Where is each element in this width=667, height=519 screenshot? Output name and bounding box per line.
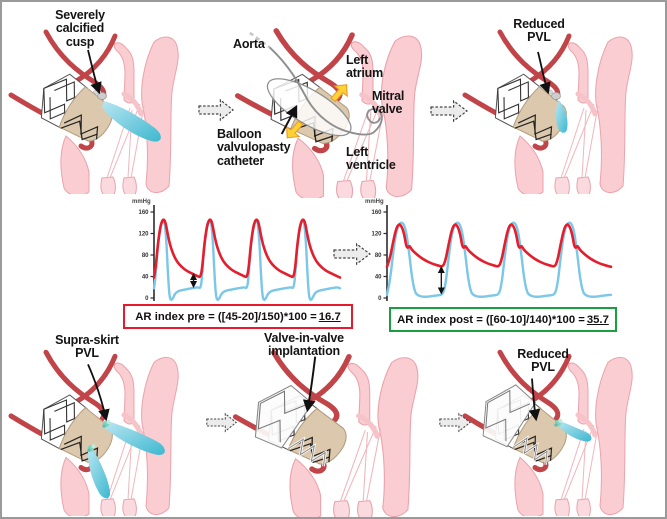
svg-text:80: 80 — [375, 253, 382, 259]
svg-text:120: 120 — [138, 232, 149, 238]
pointer-arrow-icon — [87, 364, 110, 422]
label-valve-in-valve: Valve-in-valve implantation — [264, 331, 344, 359]
svg-text:mmHg: mmHg — [132, 199, 151, 205]
label-reduced-pvl-top: Reduced PVL — [513, 17, 565, 45]
flow-arrow-icon — [206, 413, 237, 432]
ar-index-post-formula: AR index post = ([60-10]/140)*100 = — [397, 313, 585, 326]
pressure-chart-post: 0 40 80 120 160 mmHg — [365, 199, 613, 302]
panel-reduced-pvl-bottom — [458, 328, 658, 516]
panel-severely-calcified-cusp — [4, 8, 204, 194]
svg-text:80: 80 — [142, 253, 149, 259]
pointer-arrow-icon — [87, 49, 102, 95]
flow-arrow-icon — [198, 99, 234, 121]
ar-index-pre-result: 16.7 — [318, 310, 341, 323]
label-mitral-valve: Mitral valve — [372, 89, 405, 117]
pointer-arrow-icon — [280, 105, 298, 135]
label-supra-skirt-pvl: Supra-skirt PVL — [55, 333, 119, 361]
pointer-arrow-icon — [528, 378, 541, 422]
flow-arrow-icon — [333, 243, 371, 265]
pressure-chart-pre: 0 40 80 120 160 mmHg — [132, 199, 342, 302]
svg-text:40: 40 — [142, 275, 149, 281]
svg-text:0: 0 — [145, 296, 149, 302]
label-left-ventricle: Left ventricle — [346, 145, 396, 173]
svg-text:0: 0 — [378, 296, 382, 302]
panel-supra-skirt-pvl — [4, 328, 204, 516]
panel-balloon-valvuloplasty — [230, 6, 450, 198]
label-balloon-valvuloplasty-catheter: Balloon valvulopasty catheter — [217, 127, 291, 168]
svg-text:mmHg: mmHg — [365, 199, 384, 205]
pointer-arrow-icon — [537, 51, 551, 95]
svg-text:160: 160 — [371, 210, 382, 216]
flow-arrow-icon — [439, 413, 471, 432]
label-aorta: Aorta — [233, 37, 265, 51]
panel-reduced-pvl-top — [458, 8, 658, 194]
panel-valve-in-valve — [228, 328, 446, 518]
svg-text:40: 40 — [375, 275, 382, 281]
pointer-arrow-icon — [302, 356, 317, 413]
ar-index-pre-box: AR index pre = ([45-20]/150)*100 = 16.7 — [123, 304, 353, 329]
flow-arrow-icon — [430, 100, 468, 122]
svg-text:160: 160 — [138, 210, 149, 216]
ar-index-post-result: 35.7 — [586, 313, 609, 326]
label-left-atrium: Left atrium — [346, 53, 384, 81]
ar-index-post-box: AR index post = ([60-10]/140)*100 = 35.7 — [389, 307, 617, 332]
ar-index-pre-formula: AR index pre = ([45-20]/150)*100 = — [135, 310, 317, 323]
svg-text:120: 120 — [371, 232, 382, 238]
label-severely-calcified-cusp: Severely calcified cusp — [55, 8, 105, 49]
label-reduced-pvl-bottom: Reduced PVL — [517, 347, 569, 375]
